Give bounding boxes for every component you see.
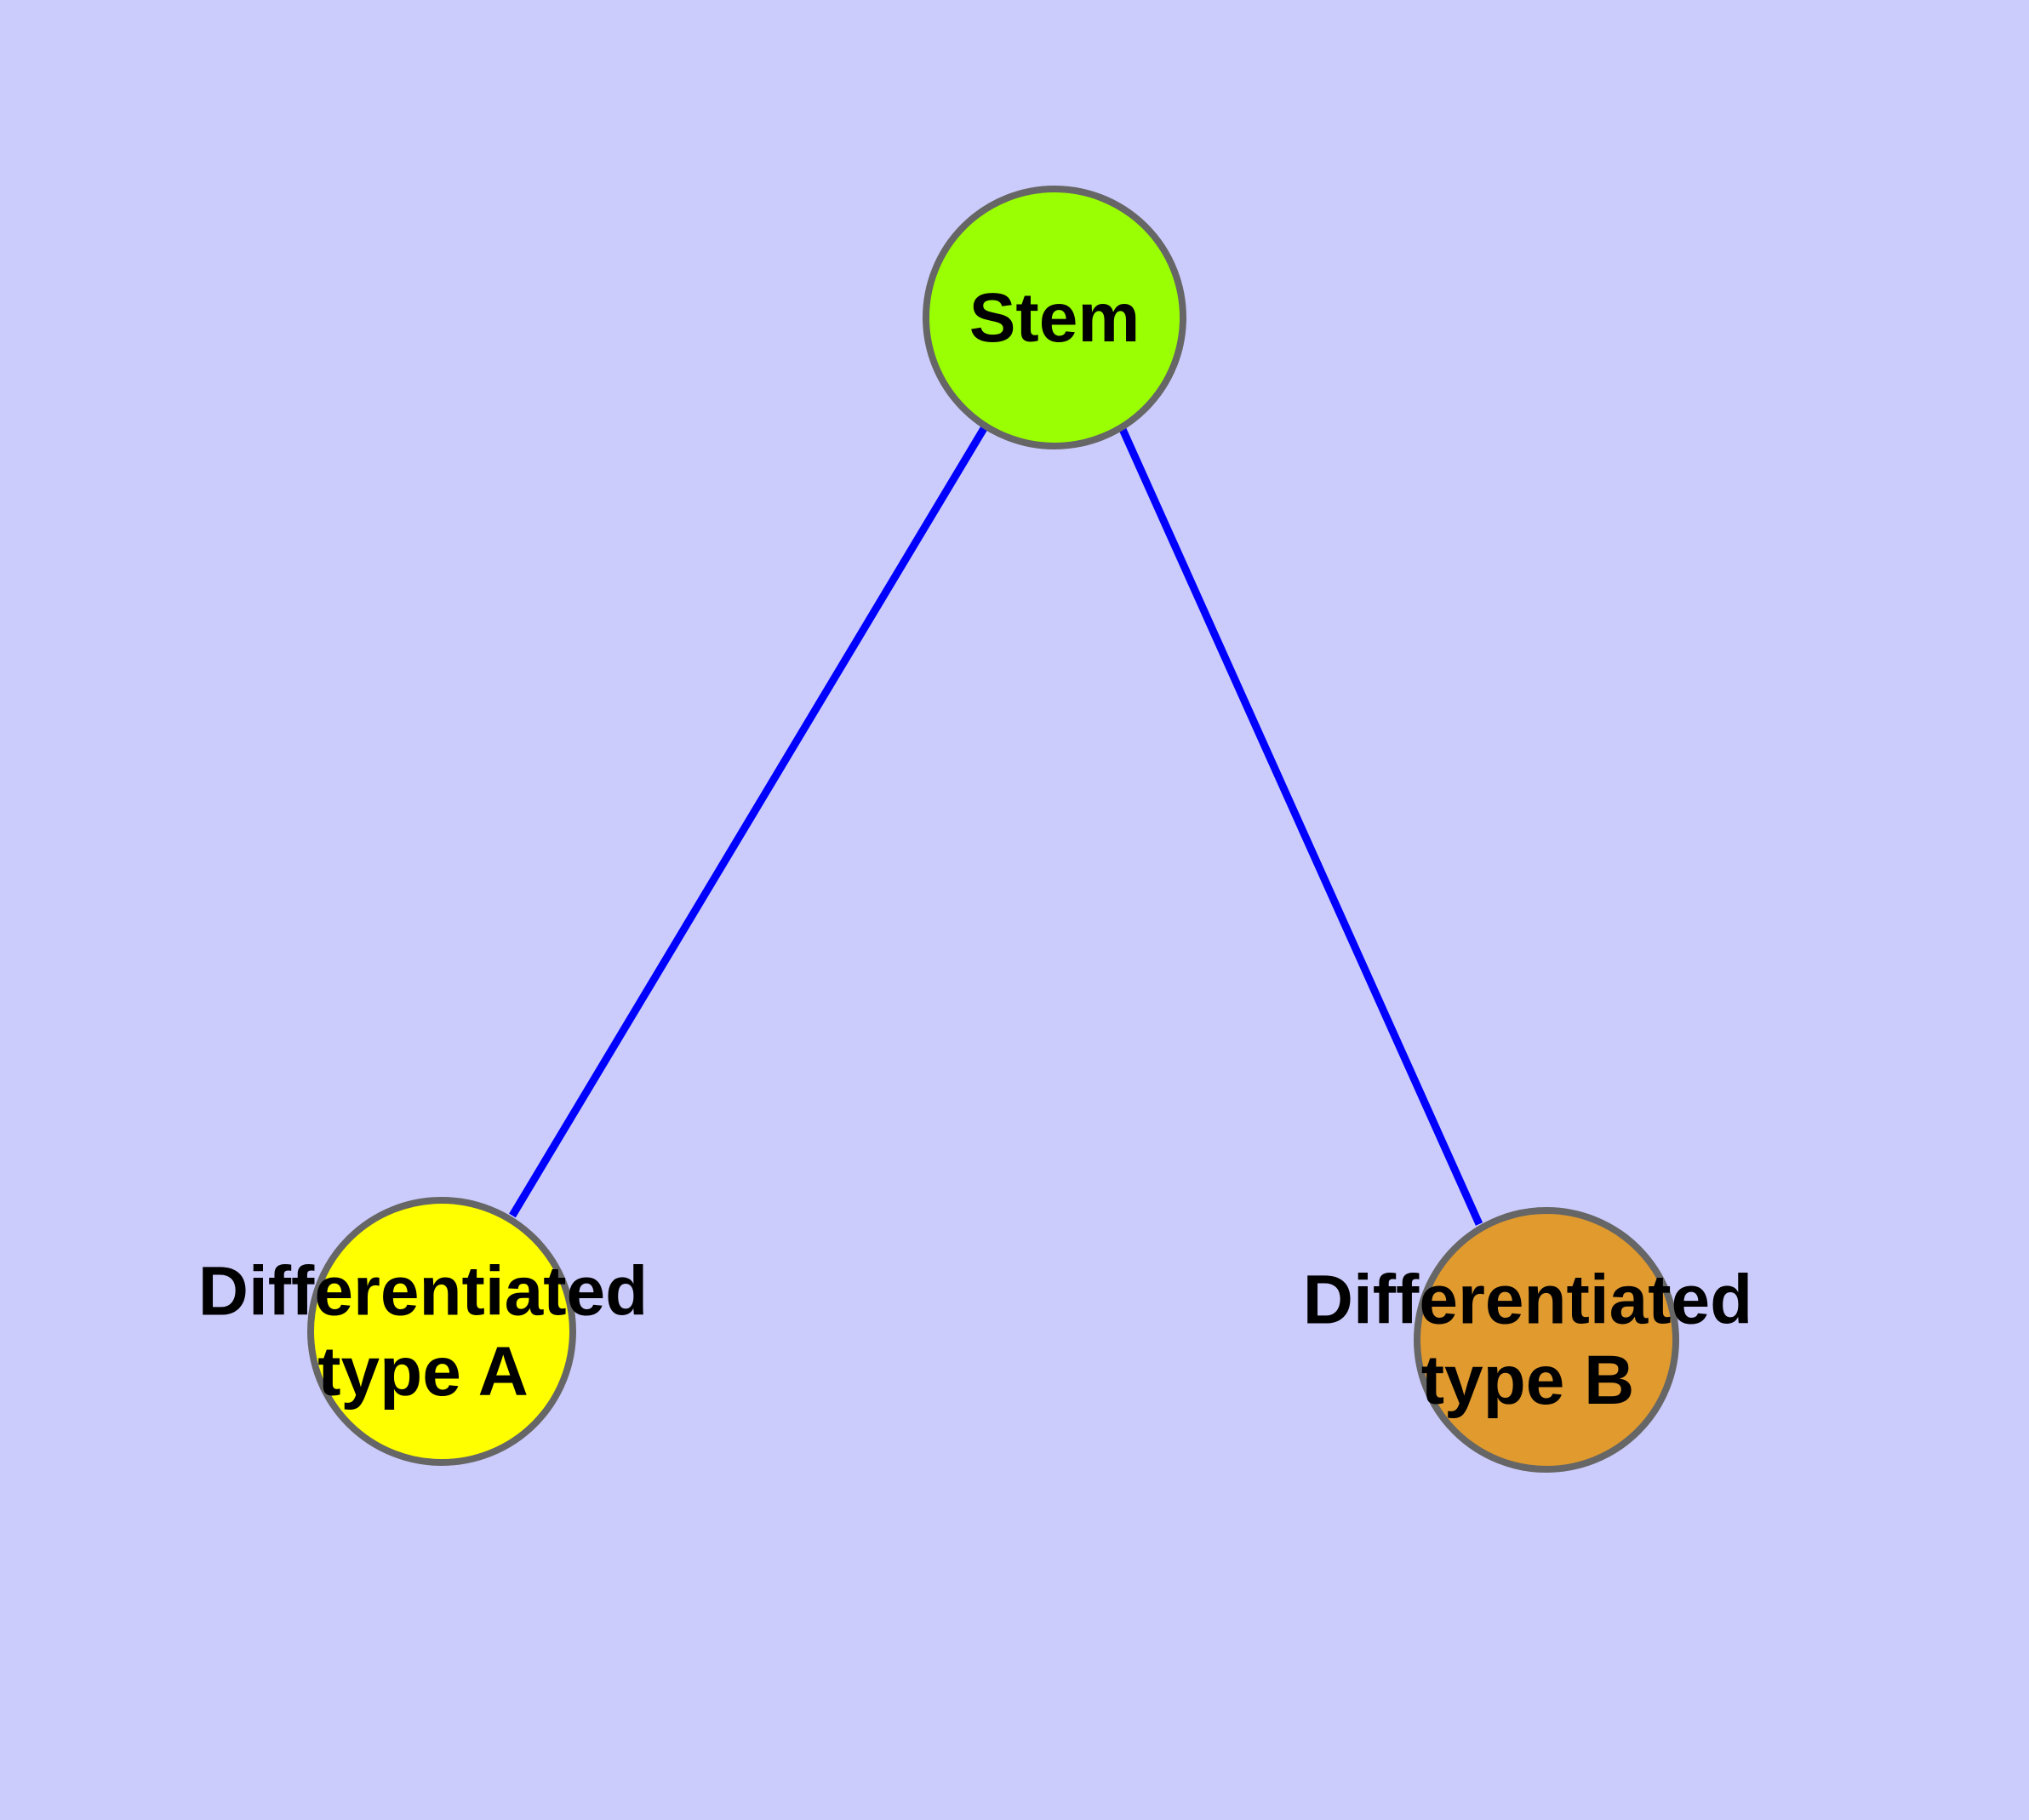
edge-layer — [509, 423, 1483, 1226]
node-stem[interactable]: Stem — [923, 186, 1186, 449]
node-stem-label: Stem — [969, 279, 1140, 357]
edge-stem-to-differentiated-type-a[interactable] — [509, 423, 989, 1218]
node-differentiated-type-a-circle[interactable] — [307, 1197, 576, 1466]
node-differentiated-type-b-circle[interactable] — [1414, 1207, 1679, 1473]
edge-stem-to-differentiated-type-b[interactable] — [1117, 426, 1483, 1226]
node-stem-circle[interactable] — [923, 186, 1186, 449]
